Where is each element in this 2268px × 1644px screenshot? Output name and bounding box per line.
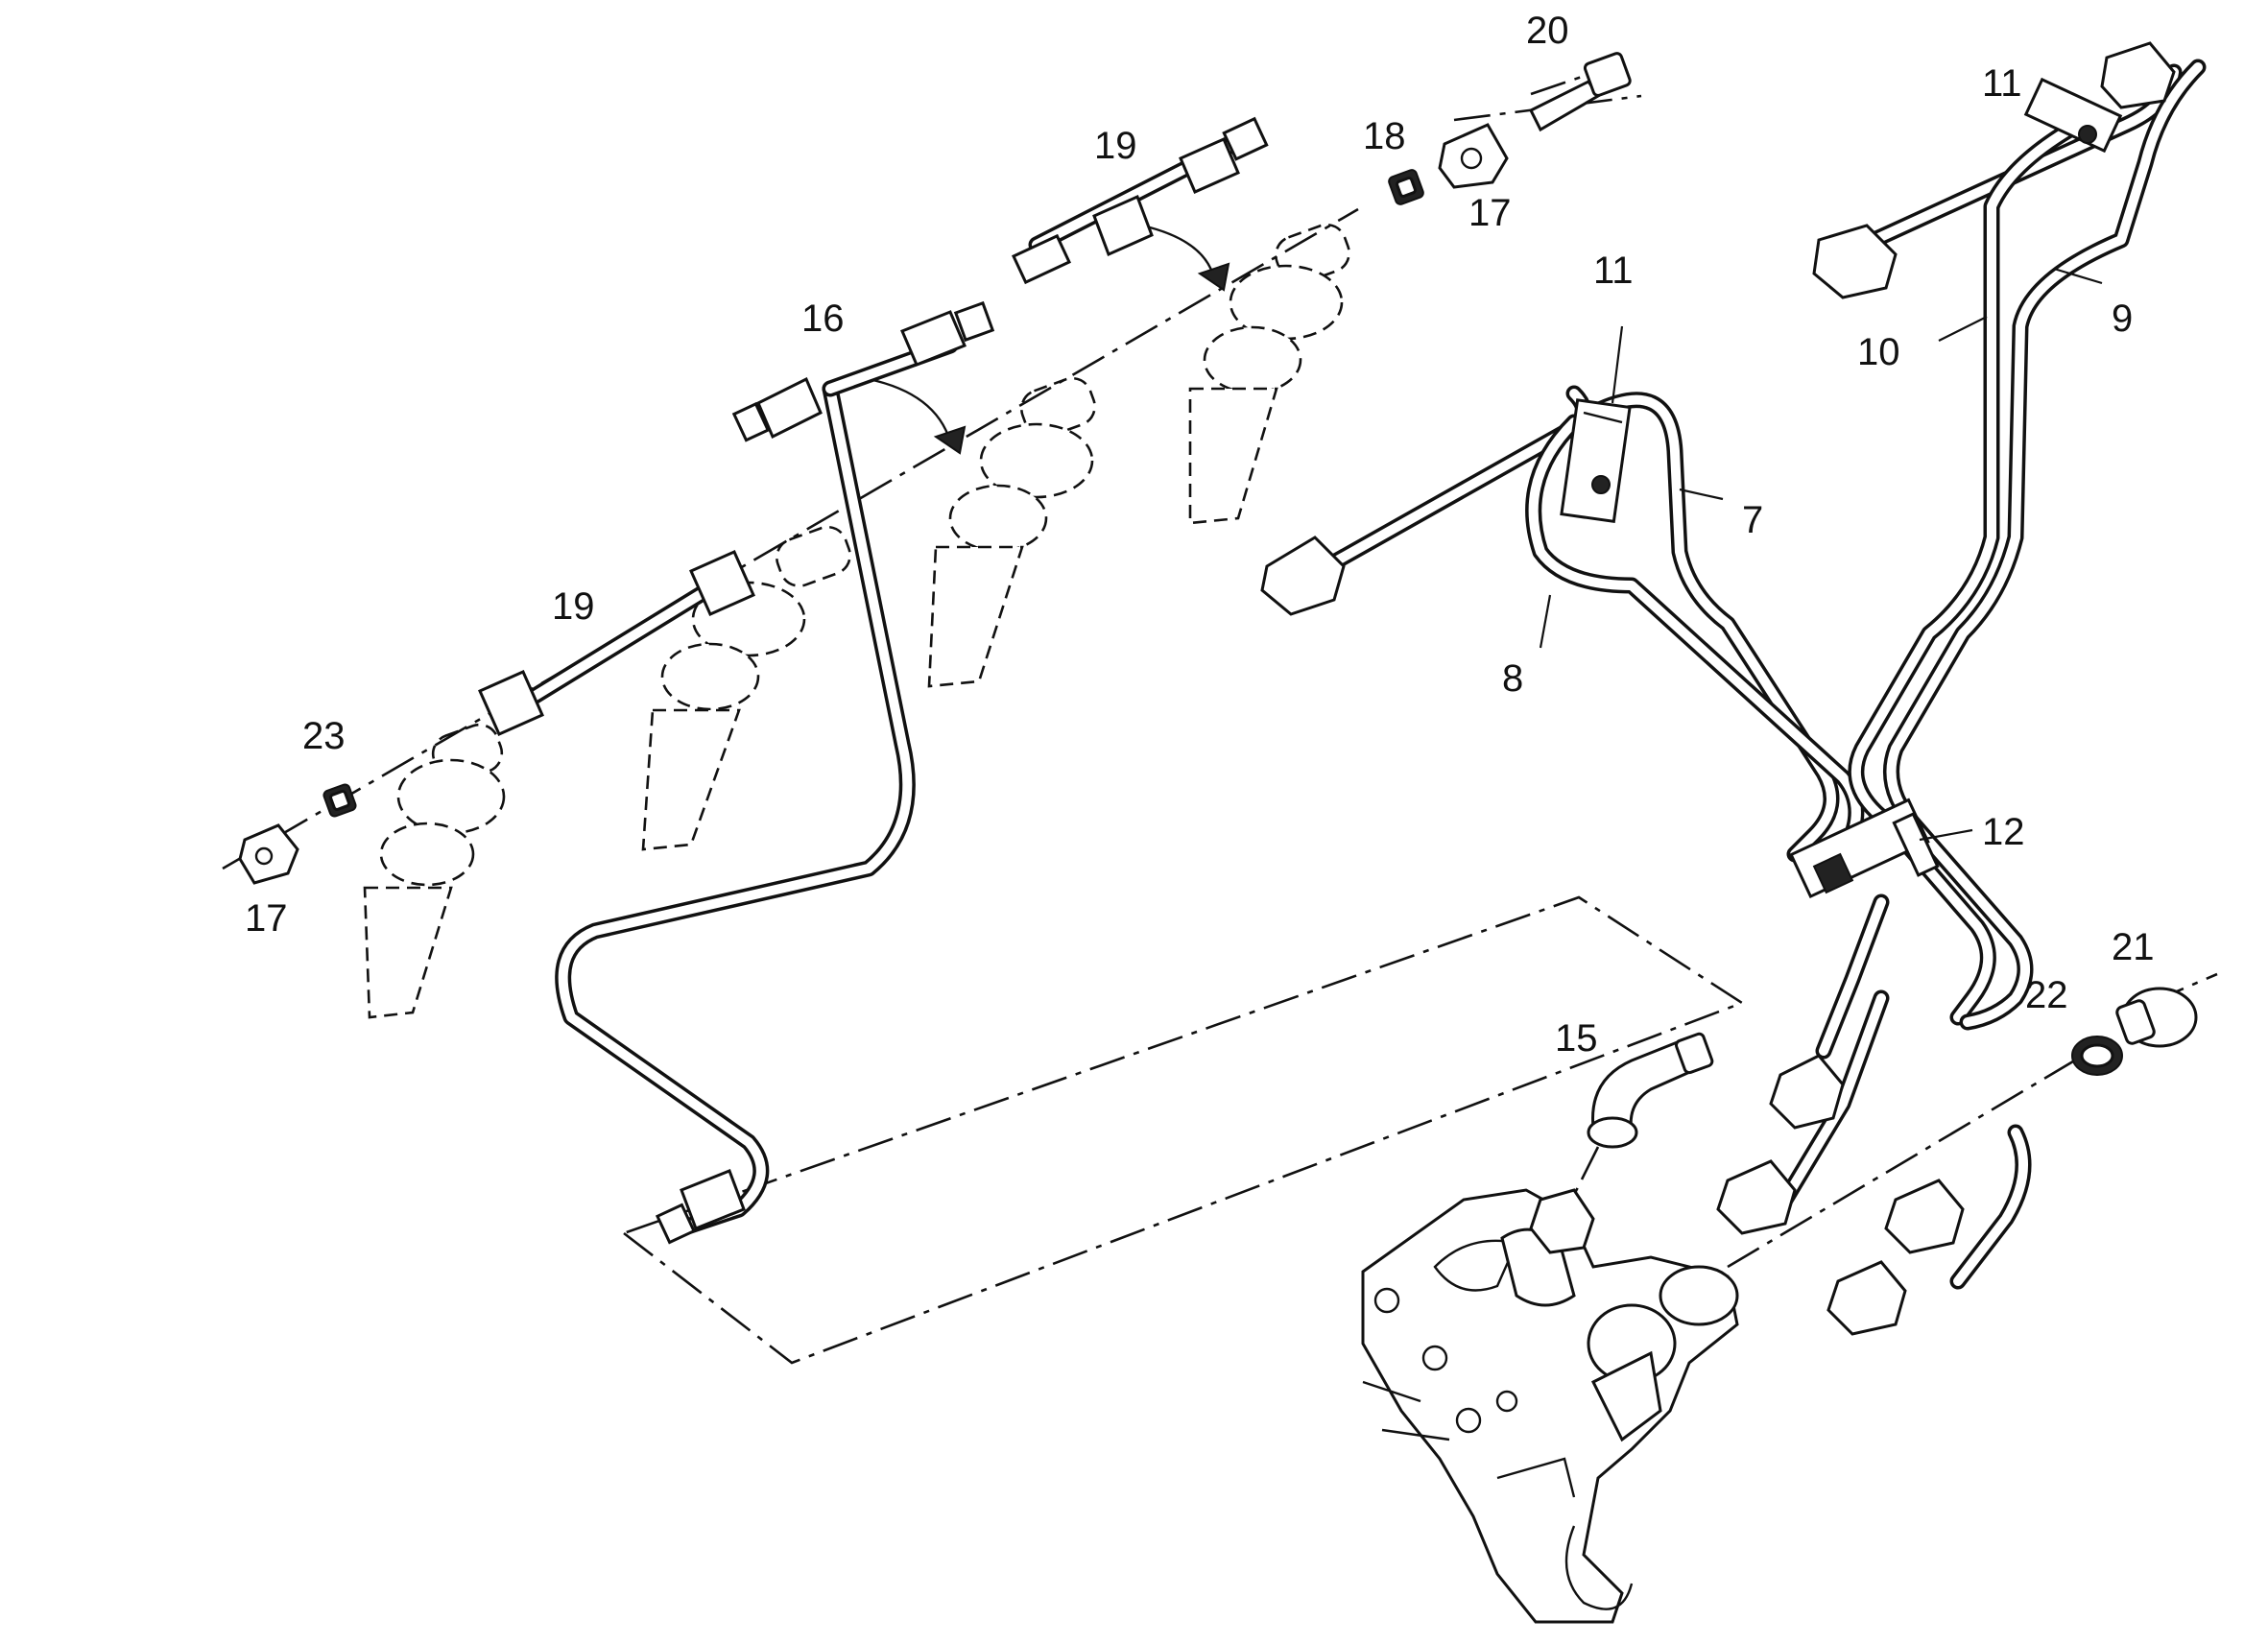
nut-17-left	[238, 823, 299, 885]
nut-17-right	[1438, 123, 1509, 189]
sealing-ring-22	[2071, 1036, 2123, 1076]
elbow-fitting-15	[1587, 1032, 1714, 1149]
small-parts	[238, 52, 1632, 885]
callout-19-upper: 19	[1094, 125, 1137, 167]
callout-19-lower: 19	[552, 585, 595, 628]
fitting-20	[1528, 52, 1632, 132]
injection-lines-7-8	[1260, 385, 1865, 863]
sleeve-18	[1388, 169, 1424, 205]
callout-8: 8	[1502, 657, 1523, 700]
callout-20: 20	[1526, 10, 1569, 52]
callout-labels: 7 8 9 10 11 11 12 15 16 17 17 18 19 19 2…	[245, 10, 2155, 1060]
callout-22: 22	[2025, 974, 2068, 1016]
phantom-injectors	[363, 223, 1350, 1019]
callout-23: 23	[302, 715, 346, 757]
clamp-11-middle	[1560, 398, 1632, 524]
callout-11-middle: 11	[1593, 250, 1634, 292]
phantom-injector-2	[641, 525, 851, 851]
clamp-11-top	[2023, 77, 2123, 154]
callout-17-left: 17	[245, 897, 288, 940]
line-9-10-top-nut	[1812, 41, 2176, 299]
clamp-12	[1789, 798, 1940, 899]
injection-line-19-lower	[478, 550, 755, 736]
callout-10: 10	[1857, 331, 1900, 373]
sleeve-23	[322, 783, 357, 818]
banjo-fitting-21	[2115, 987, 2198, 1048]
line-16-bottom-fitting	[655, 1169, 746, 1245]
callout-16: 16	[801, 298, 845, 340]
assembly-arrows	[868, 224, 1230, 455]
phantom-injector-4	[1188, 223, 1350, 525]
injection-line-19-upper	[1012, 116, 1269, 285]
phantom-injector-1	[363, 723, 506, 1019]
injection-line-16	[555, 300, 995, 1245]
callout-9: 9	[2112, 298, 2133, 340]
line-16-top-fitting	[731, 300, 995, 442]
callout-17-right: 17	[1468, 192, 1512, 234]
phantom-injector-3	[927, 376, 1096, 688]
callout-21: 21	[2112, 926, 2155, 968]
callout-11-top: 11	[1982, 62, 2022, 105]
line-7-8-nut	[1260, 536, 1346, 616]
callout-7: 7	[1742, 499, 1763, 541]
injection-pump	[1361, 1188, 1739, 1624]
callout-12: 12	[1982, 811, 2025, 853]
injection-lines-9-10	[1777, 41, 2207, 1290]
lower-line-nuts	[1716, 1054, 1965, 1336]
callout-leaders	[1539, 267, 2103, 842]
callout-18: 18	[1363, 115, 1406, 157]
callout-15: 15	[1555, 1017, 1598, 1060]
